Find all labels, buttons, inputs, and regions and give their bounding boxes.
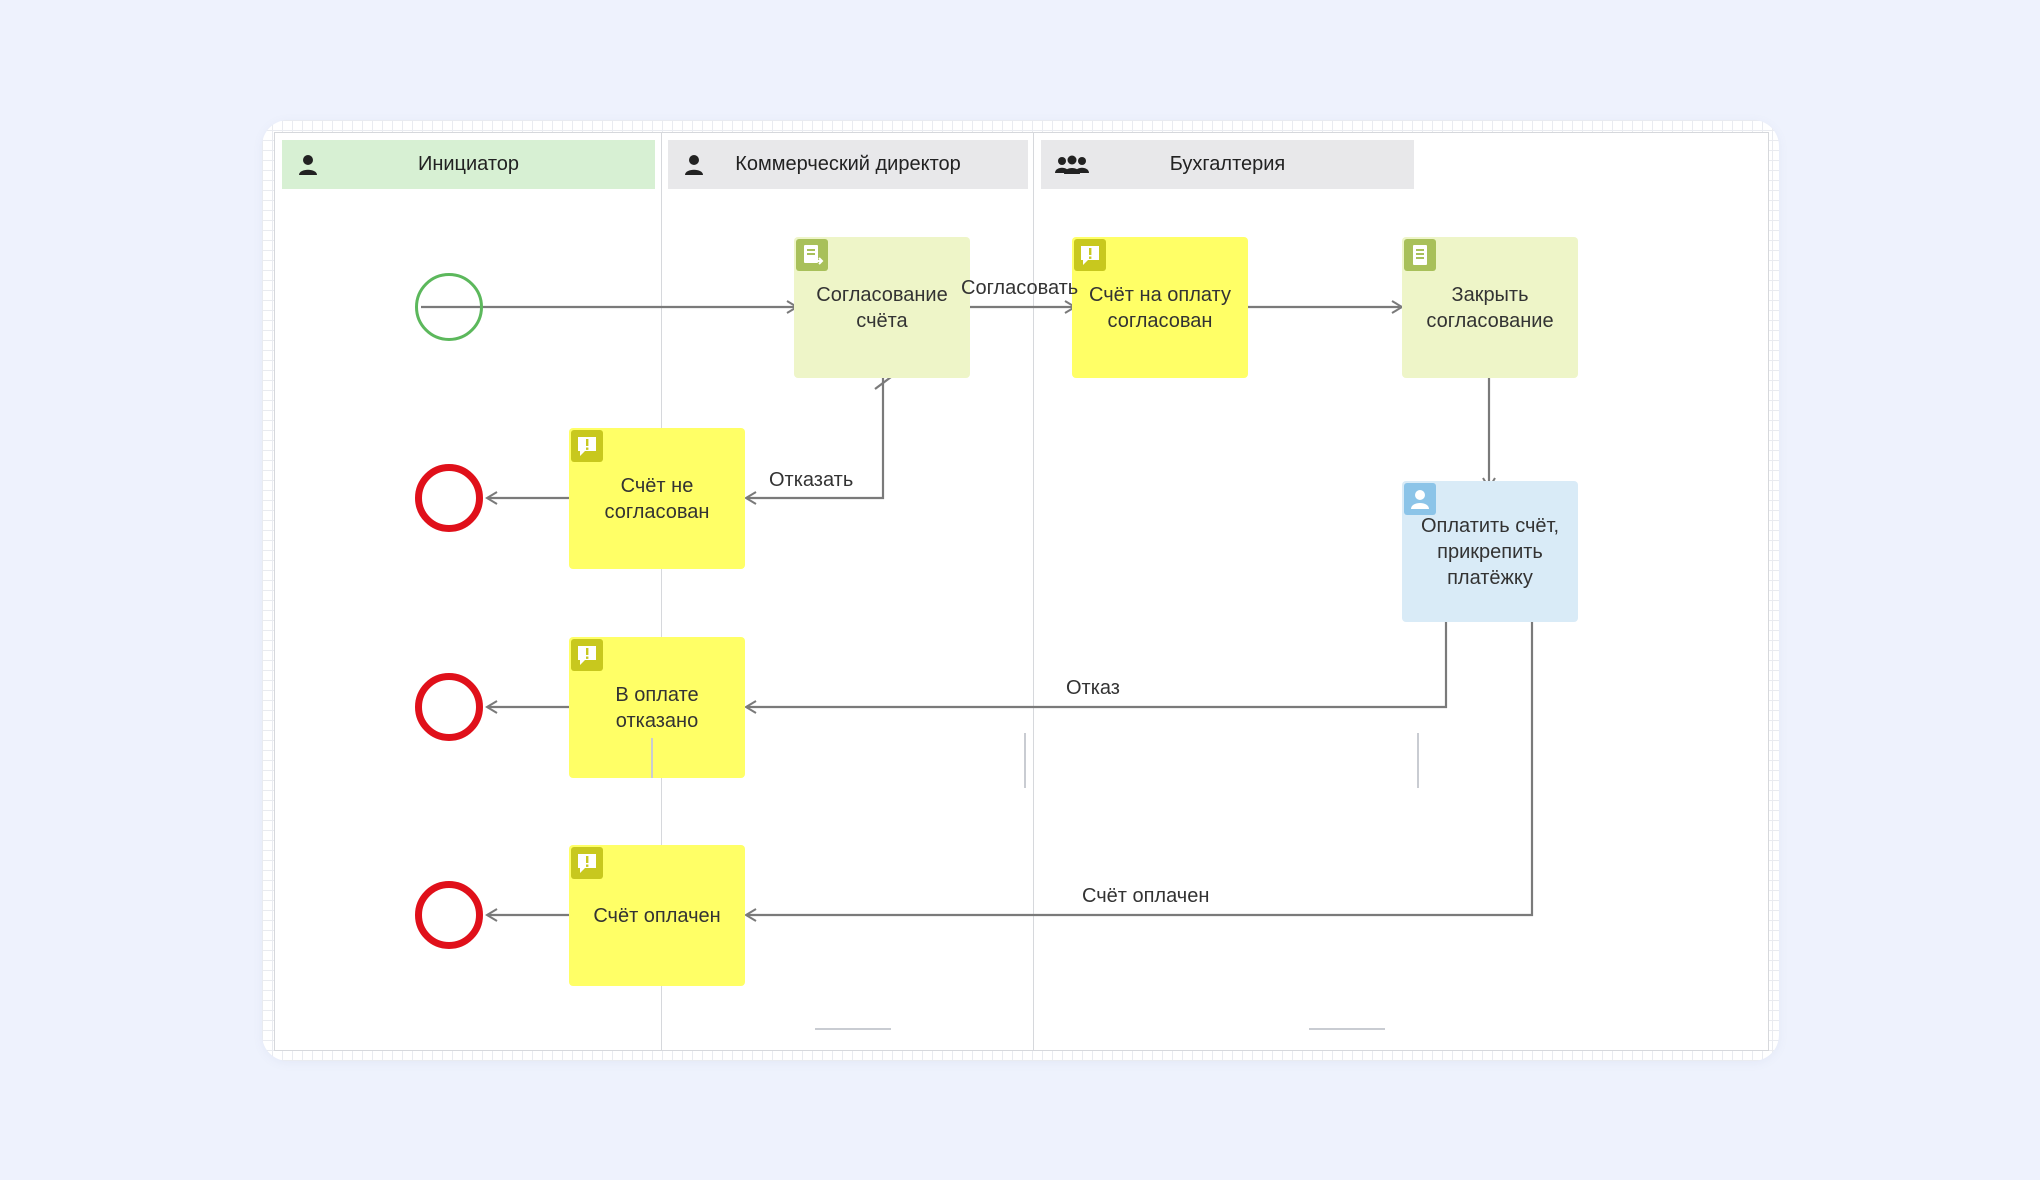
task-label: Счёт на оплату согласован [1089, 283, 1231, 332]
lane-header-initiator[interactable]: Инициатор [282, 140, 655, 189]
end-event-paid[interactable] [415, 881, 483, 949]
task-invoice-approval[interactable]: Согласование счёта [794, 237, 970, 378]
edge-label-refusal: Отказ [1066, 677, 1120, 699]
lane-divider[interactable] [661, 133, 662, 1050]
end-event-not-approved[interactable] [415, 464, 483, 532]
task-label: В оплате отказано [615, 683, 699, 732]
user-icon [685, 155, 703, 175]
lane-title: Бухгалтерия [1169, 153, 1286, 175]
flow-paid [744, 621, 1534, 922]
task-invoice-paid-notice[interactable]: Счёт оплачен [569, 845, 745, 986]
flow-refuse-tick [874, 376, 892, 390]
task-label: Согласование счёта [816, 283, 948, 332]
task-pay-invoice[interactable]: Оплатить счёт, прикрепить платёжку [1402, 481, 1578, 622]
notification-icon [571, 639, 603, 671]
task-invoice-approved-notice[interactable]: Счёт на оплату согласован [1072, 237, 1248, 378]
pool-resize-handle[interactable] [1309, 1028, 1385, 1030]
user-icon [299, 155, 317, 175]
flow-refusal [744, 621, 1448, 714]
user-task-icon [1404, 483, 1436, 515]
task-payment-refused-notice[interactable]: В оплате отказано [569, 637, 745, 778]
lane-resize-handle[interactable] [1024, 733, 1026, 788]
task-label: Счёт оплачен [593, 904, 721, 927]
flow-refuse [744, 371, 885, 505]
start-event[interactable] [415, 273, 483, 341]
pool-resize-handle[interactable] [815, 1028, 891, 1030]
document-icon [1404, 239, 1436, 271]
task-label: Счёт не согласован [604, 474, 710, 523]
lane-divider[interactable] [1033, 133, 1034, 1050]
notification-icon [571, 847, 603, 879]
task-invoice-not-approved-notice[interactable]: Счёт не согласован [569, 428, 745, 569]
lane-header-accounting[interactable]: Бухгалтерия [1041, 140, 1414, 189]
edge-label-paid: Счёт оплачен [1082, 885, 1210, 907]
notification-icon [571, 430, 603, 462]
group-icon [1055, 155, 1089, 174]
lane-header-commercial-director[interactable]: Коммерческий директор [668, 140, 1028, 189]
lane-title: Инициатор [417, 153, 520, 175]
task-close-approval[interactable]: Закрыть согласование [1402, 237, 1578, 378]
edge-label-refuse: Отказать [769, 469, 854, 491]
notification-icon [1074, 239, 1106, 271]
lane-title: Коммерческий директор [735, 153, 961, 175]
task-label: Оплатить счёт, прикрепить платёжку [1420, 514, 1560, 589]
lane-resize-handle[interactable] [651, 738, 653, 778]
connectors-layer [421, 300, 1534, 922]
end-event-payment-refused[interactable] [415, 673, 483, 741]
task-label: Закрыть согласование [1426, 283, 1554, 332]
edge-label-approve: Согласовать [961, 277, 1079, 299]
diagram-canvas[interactable]: Инициатор Коммерческий директор [262, 120, 1779, 1061]
swimlane-pool: Инициатор Коммерческий директор [274, 132, 1769, 1051]
lane-resize-handle[interactable] [1417, 733, 1419, 788]
approval-doc-icon [796, 239, 828, 271]
